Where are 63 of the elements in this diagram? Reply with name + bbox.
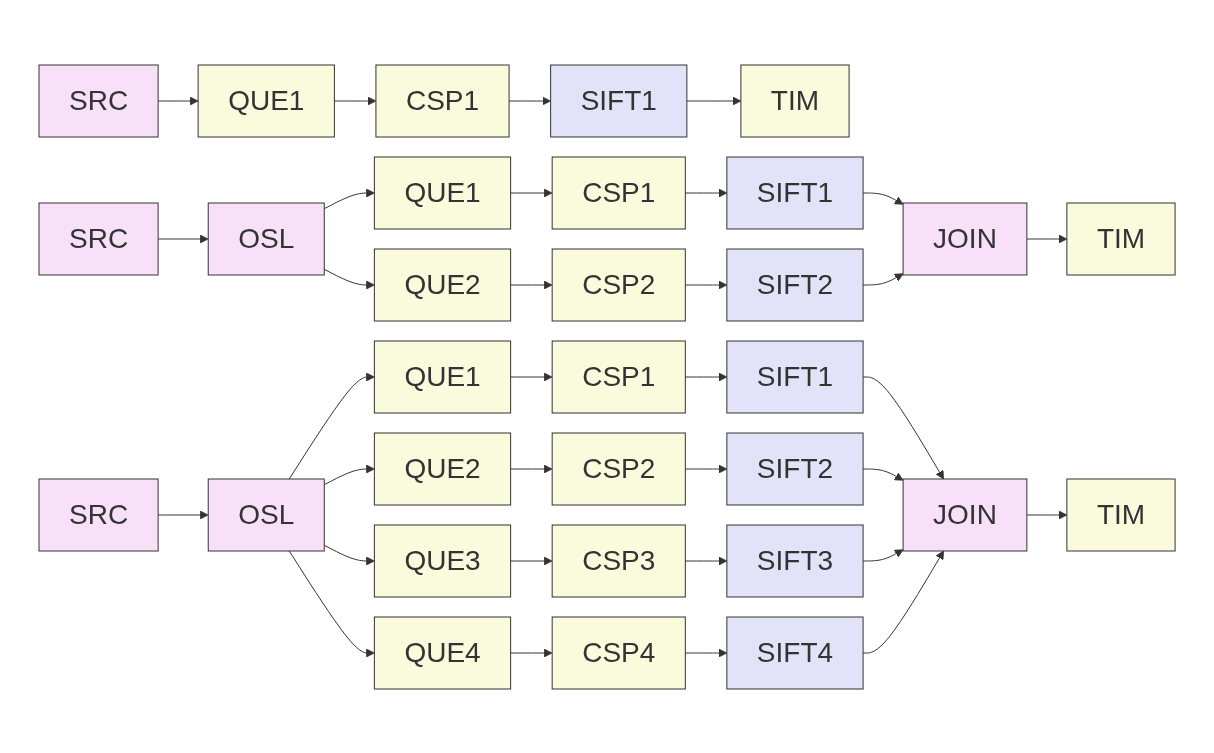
arrow — [862, 272, 904, 285]
node-box: CSP3 — [551, 524, 686, 597]
node-box: TIM — [1066, 478, 1176, 551]
arrow — [684, 188, 728, 197]
node-box: CSP1 — [551, 340, 686, 413]
arrow — [288, 372, 375, 479]
arrow — [157, 96, 199, 105]
node-box: SIFT4 — [726, 616, 864, 689]
arrow — [1026, 510, 1068, 519]
node-box: QUE1 — [373, 340, 512, 413]
node-box: CSP1 — [375, 64, 510, 137]
node-box: QUE1 — [197, 64, 335, 137]
arrow — [323, 268, 375, 289]
node-box: SIFT2 — [726, 432, 864, 505]
arrow — [684, 648, 728, 657]
node-box: CSP4 — [551, 616, 686, 689]
node-box: QUE3 — [373, 524, 512, 597]
node-box: SIFT3 — [726, 524, 864, 597]
arrow — [684, 464, 728, 473]
node-box: SIFT1 — [550, 64, 688, 137]
arrow — [862, 548, 904, 561]
arrow — [157, 510, 209, 519]
node-box: QUE1 — [373, 156, 512, 229]
node-box: OSL — [207, 478, 325, 551]
node-box: CSP2 — [551, 248, 686, 321]
node-box: OSL — [207, 202, 325, 275]
node-box: CSP1 — [551, 156, 686, 229]
arrow — [510, 188, 553, 197]
node-box: SRC — [38, 202, 159, 275]
node-box: SIFT1 — [726, 156, 864, 229]
arrow — [510, 556, 553, 565]
node-box: JOIN — [902, 478, 1028, 551]
arrow — [862, 550, 944, 653]
arrow — [862, 376, 944, 479]
arrow — [323, 188, 375, 209]
arrow — [510, 648, 553, 657]
node-box: CSP2 — [551, 432, 686, 505]
node-box: TIM — [1066, 202, 1176, 275]
node-box: SRC — [38, 64, 159, 137]
node-box: SIFT1 — [726, 340, 864, 413]
node-box: QUE2 — [373, 248, 512, 321]
arrow — [333, 96, 377, 105]
arrow — [862, 192, 904, 205]
arrow — [288, 550, 375, 657]
node-box: JOIN — [902, 202, 1028, 275]
arrow — [1026, 234, 1068, 243]
arrow — [686, 96, 742, 105]
arrow — [157, 234, 209, 243]
arrow — [862, 468, 904, 481]
arrow — [684, 556, 728, 565]
arrow — [323, 544, 375, 565]
node-box: TIM — [740, 64, 850, 137]
arrow — [684, 372, 728, 381]
arrow — [508, 96, 551, 105]
node-box: QUE2 — [373, 432, 512, 505]
arrow — [684, 280, 728, 289]
node-box: QUE4 — [373, 616, 512, 689]
arrow — [510, 464, 553, 473]
arrow — [510, 280, 553, 289]
arrow — [510, 372, 553, 381]
node-box: SIFT2 — [726, 248, 864, 321]
arrow — [323, 464, 375, 485]
node-box: SRC — [38, 478, 159, 551]
